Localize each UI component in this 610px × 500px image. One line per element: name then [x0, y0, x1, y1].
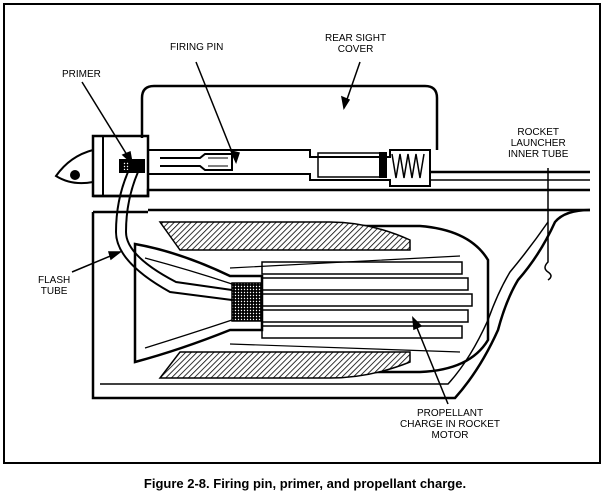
- mounting-lug: [54, 149, 94, 185]
- label-firing-pin: FIRING PIN: [170, 42, 224, 53]
- rocket-motor-case: [175, 224, 490, 374]
- label-rocket-line1: ROCKET: [517, 127, 560, 138]
- label-rocket-line3: INNER TUBE: [508, 149, 569, 160]
- label-rear-sight-cover: REAR SIGHT COVER: [325, 33, 386, 55]
- firing-pin-spring: [391, 153, 425, 179]
- label-rocket-line2: LAUNCHER: [510, 138, 566, 149]
- label-flash-tube: FLASH TUBE: [38, 275, 70, 297]
- launcher-body-outline: [91, 208, 591, 400]
- propellant-leader: [412, 317, 449, 405]
- launcher-inner-tube: [93, 188, 590, 214]
- lug-hole: [70, 170, 80, 180]
- label-rear-sight-line2: COVER: [337, 44, 374, 55]
- label-propellant-line1: PROPELLANT: [416, 408, 484, 419]
- igniter: [231, 282, 263, 322]
- label-propellant-line2: CHARGE IN ROCKET: [400, 419, 501, 430]
- cutaway-diagram: [54, 61, 591, 405]
- firing-pin-leader: [195, 61, 237, 163]
- label-flash-line2: TUBE: [40, 286, 68, 297]
- label-rocket-launcher: ROCKET LAUNCHER INNER TUBE: [508, 127, 568, 160]
- flash-tube: [114, 171, 233, 301]
- label-propellant-line3: MOTOR: [431, 430, 469, 441]
- figure-caption: Figure 2-8. Firing pin, primer, and prop…: [143, 476, 467, 491]
- primer-leader: [81, 81, 133, 164]
- propellant-grains: [261, 261, 473, 339]
- propellant-band-bottom: [158, 351, 411, 379]
- label-propellant: PROPELLANT CHARGE IN ROCKET MOTOR: [400, 408, 500, 441]
- label-primer: PRIMER: [62, 69, 101, 80]
- launcher-body-inner-edge: [100, 221, 549, 385]
- rear-sight-cover: [140, 84, 439, 150]
- label-rear-sight-line1: REAR SIGHT: [325, 33, 387, 44]
- rocket-launcher-leader: [544, 168, 552, 281]
- propellant-band-top: [158, 221, 411, 251]
- label-flash-line1: FLASH: [38, 275, 71, 286]
- firing-pin-housing: [148, 149, 431, 187]
- firing-pin: [160, 153, 233, 171]
